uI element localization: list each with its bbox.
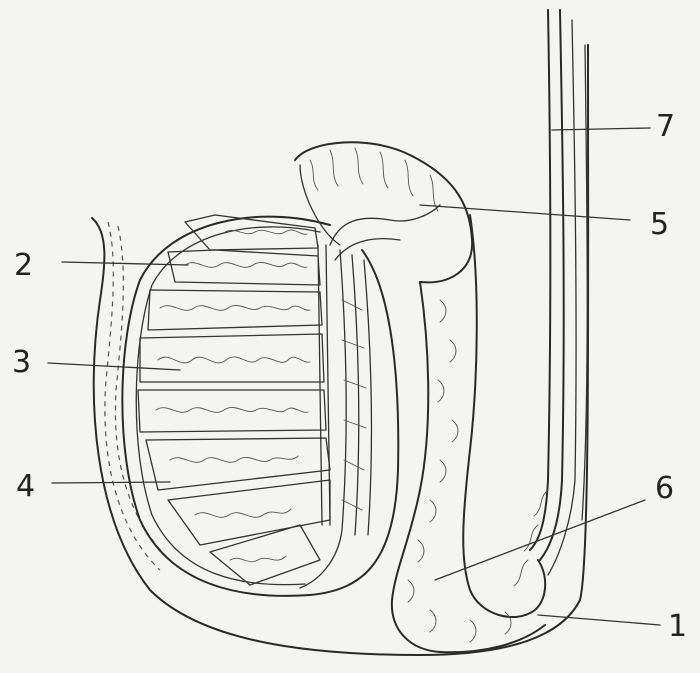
- number-labels: 1 2 3 4 5 6 7: [12, 109, 687, 644]
- epididymis-body-tail: [392, 215, 545, 652]
- leader-line-3: [48, 363, 180, 370]
- leader-line-4: [52, 482, 170, 483]
- label-6: 6: [655, 471, 674, 506]
- label-7: 7: [656, 109, 675, 144]
- label-2: 2: [14, 248, 33, 283]
- leader-line-7: [552, 128, 650, 130]
- scrotal-wall: [92, 45, 588, 655]
- leader-line-6: [435, 500, 645, 580]
- label-5: 5: [650, 207, 669, 242]
- label-1: 1: [668, 609, 687, 644]
- leader-line-1: [538, 615, 660, 625]
- spermatic-cord: [514, 10, 587, 586]
- efferent-ducts: [300, 250, 371, 588]
- leader-line-5: [420, 205, 630, 220]
- testis-capsule: [122, 217, 398, 596]
- testis-lobules: [138, 215, 330, 585]
- label-3: 3: [12, 345, 31, 380]
- label-4: 4: [16, 469, 35, 504]
- epididymis-head: [295, 142, 472, 282]
